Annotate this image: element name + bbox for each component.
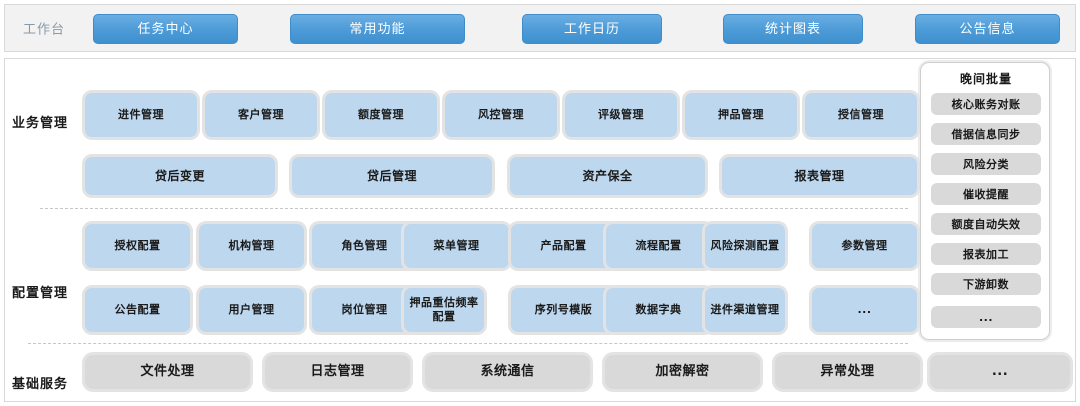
batch-item-5[interactable]: 报表加工: [931, 243, 1041, 265]
tile-config-row2-4[interactable]: 序列号模版: [511, 288, 616, 332]
tile-config-row2-5[interactable]: 数据字典: [606, 288, 711, 332]
tile-config-row2-6[interactable]: 进件渠道管理: [705, 288, 785, 332]
batch-item-1[interactable]: 借据信息同步: [931, 123, 1041, 145]
tile-config-row1-5[interactable]: 流程配置: [606, 224, 711, 268]
batch-item-3[interactable]: 催收提醒: [931, 183, 1041, 205]
tile-business-row1-5[interactable]: 押品管理: [685, 93, 797, 137]
tile-config-row1-3[interactable]: 菜单管理: [404, 224, 509, 268]
tile-service-row1-0[interactable]: 文件处理: [85, 355, 250, 389]
top-nav-bar: 工作台 任务中心 常用功能 工作日历 统计图表 公告信息: [4, 4, 1076, 52]
tile-config-row2-1[interactable]: 用户管理: [199, 288, 304, 332]
section-label-service: 基础服务: [12, 377, 69, 392]
batch-item-6[interactable]: 下游卸数: [931, 273, 1041, 295]
tile-service-row1-3[interactable]: 加密解密: [605, 355, 760, 389]
tile-business-row1-6[interactable]: 授信管理: [805, 93, 917, 137]
tile-config-row1-7[interactable]: 参数管理: [812, 224, 917, 268]
section-label-config: 配置管理: [12, 286, 69, 301]
nav-tab-4[interactable]: 公告信息: [915, 14, 1060, 44]
evening-batch-title: 晚间批量: [959, 72, 1012, 86]
tile-business-row2-0[interactable]: 贷后变更: [85, 157, 275, 195]
tile-config-row1-6[interactable]: 风险探测配置: [705, 224, 785, 268]
tile-config-row2-3[interactable]: 押品重估频率配置: [404, 288, 484, 332]
tile-service-row1-5[interactable]: ...: [930, 355, 1070, 389]
section-label-business: 业务管理: [12, 116, 69, 131]
tile-config-row2-0[interactable]: 公告配置: [85, 288, 190, 332]
tile-business-row1-4[interactable]: 评级管理: [565, 93, 677, 137]
section-separator-1: [28, 343, 908, 344]
workbench-label: 工作台: [23, 22, 66, 38]
tile-service-row1-1[interactable]: 日志管理: [265, 355, 410, 389]
tile-config-row1-0[interactable]: 授权配置: [85, 224, 190, 268]
batch-item-7[interactable]: ...: [931, 306, 1041, 328]
tile-config-row2-7[interactable]: ...: [812, 288, 917, 332]
nav-tab-2[interactable]: 工作日历: [522, 14, 662, 44]
batch-item-0[interactable]: 核心账务对账: [931, 93, 1041, 115]
evening-batch-panel: 晚间批量 核心账务对账借据信息同步风险分类催收提醒额度自动失效报表加工下游卸数.…: [920, 62, 1050, 340]
tile-service-row1-4[interactable]: 异常处理: [775, 355, 920, 389]
tile-business-row1-2[interactable]: 额度管理: [325, 93, 437, 137]
tile-business-row1-0[interactable]: 进件管理: [85, 93, 197, 137]
tile-service-row1-2[interactable]: 系统通信: [425, 355, 590, 389]
tile-business-row1-1[interactable]: 客户管理: [205, 93, 317, 137]
tile-business-row2-2[interactable]: 资产保全: [510, 157, 705, 195]
batch-item-4[interactable]: 额度自动失效: [931, 213, 1041, 235]
nav-tab-1[interactable]: 常用功能: [290, 14, 465, 44]
tile-config-row1-1[interactable]: 机构管理: [199, 224, 304, 268]
tile-config-row1-4[interactable]: 产品配置: [511, 224, 616, 268]
tile-business-row2-1[interactable]: 贷后管理: [292, 157, 492, 195]
tile-business-row1-3[interactable]: 风控管理: [445, 93, 557, 137]
tile-config-row1-2[interactable]: 角色管理: [312, 224, 417, 268]
batch-item-2[interactable]: 风险分类: [931, 153, 1041, 175]
nav-tab-3[interactable]: 统计图表: [723, 14, 863, 44]
nav-tab-0[interactable]: 任务中心: [93, 14, 238, 44]
tile-config-row2-2[interactable]: 岗位管理: [312, 288, 417, 332]
section-separator-0: [40, 208, 908, 209]
tile-business-row2-3[interactable]: 报表管理: [722, 157, 917, 195]
